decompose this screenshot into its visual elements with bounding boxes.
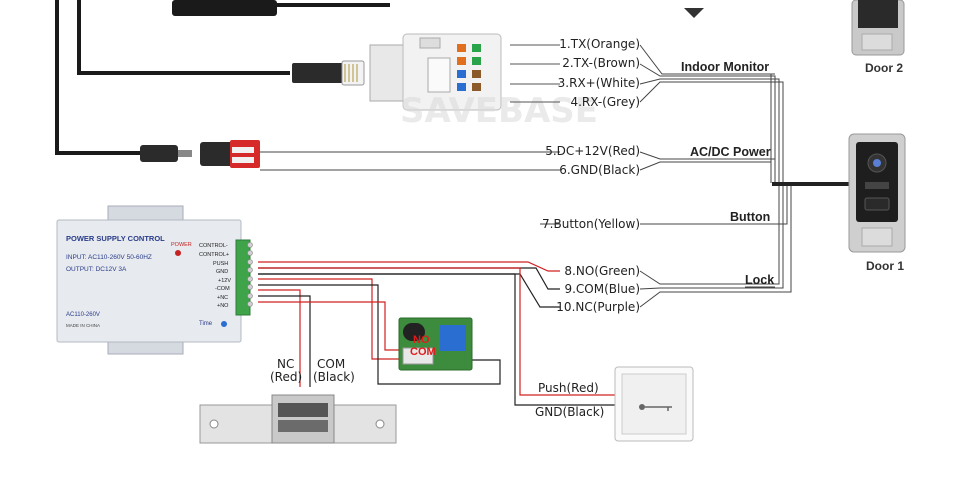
- relay-com-label: COM: [410, 346, 436, 358]
- wire-label-rx-plus: 3.RX+(White): [557, 76, 640, 90]
- wire-label-button: 7.Button(Yellow): [542, 217, 640, 231]
- door1-panel: [848, 133, 906, 253]
- wire-label-rx-minus: 4.RX-(Grey): [570, 95, 640, 109]
- psu-model: AC110-260V: [66, 312, 100, 318]
- exit-push-label: Push(Red): [538, 381, 599, 395]
- door2-panel: [851, 0, 905, 56]
- monitor-wires: [510, 44, 560, 103]
- psu-title: POWER SUPPLY CONTROL: [66, 234, 165, 243]
- psu-input: INPUT: AC110-260V 50-60HZ: [66, 254, 152, 261]
- keystone-jack: [369, 33, 502, 111]
- psu-power-led-label: POWER: [171, 242, 192, 248]
- group-label-lock: Lock: [745, 273, 775, 287]
- wire-label-no: 8.NO(Green): [564, 264, 640, 278]
- exit-gnd-label: GND(Black): [535, 405, 605, 419]
- terminal-label: -COM: [215, 286, 230, 292]
- exit-button-panel: [614, 366, 694, 442]
- lock-com-color: (Black): [313, 370, 355, 384]
- door2-label: Door 2: [865, 61, 904, 75]
- terminal-label: +NC: [217, 295, 229, 301]
- power-lines: [260, 151, 560, 171]
- psu-time-label: Time: [199, 321, 213, 327]
- wire-label-com: 9.COM(Blue): [564, 282, 640, 296]
- psu-made-in: MADE IN CHINA: [66, 323, 101, 328]
- wire-label-gnd: 6.GND(Black): [559, 163, 640, 177]
- wire-label-nc: 10.NC(Purple): [556, 300, 640, 314]
- group-underlines: [680, 73, 775, 288]
- wire-label-tx: 1.TX(Orange): [559, 37, 640, 51]
- lock-com-label: COM: [317, 357, 346, 371]
- group-label-button: Button: [730, 210, 771, 224]
- terminal-label: +NO: [217, 303, 229, 309]
- door1-label: Door 1: [866, 259, 905, 273]
- main-bundle-lines: [639, 44, 792, 308]
- power-supply-box: [56, 205, 253, 355]
- terminal-label: CONTROL+: [199, 252, 230, 258]
- watermark-text: SAVEBASE: [400, 91, 598, 131]
- power-adapter-body: [172, 0, 277, 16]
- dc-power-connector: [140, 140, 260, 168]
- wire-label-tx-minus: 2.TX-(Brown): [562, 56, 640, 70]
- top-cable-lines: [55, 0, 290, 155]
- relay-module: [398, 317, 473, 371]
- terminal-label: PUSH: [213, 261, 229, 267]
- lock-nc-label: NC: [277, 357, 295, 371]
- wire-label-dc12v: 5.DC+12V(Red): [545, 144, 640, 158]
- terminal-label: +12V: [218, 278, 231, 284]
- psu-output: OUTPUT: DC12V 3A: [66, 266, 127, 273]
- lock-nc-color: (Red): [270, 370, 303, 384]
- terminal-label: GND: [216, 269, 229, 275]
- rj45-plug: [292, 60, 365, 86]
- down-arrow-icon: [684, 8, 704, 18]
- electric-lock: [199, 394, 397, 444]
- relay-no-label: NO: [413, 334, 430, 346]
- group-label-ac-dc-power: AC/DC Power: [690, 145, 771, 159]
- lock-wiring: [258, 261, 616, 406]
- terminal-label: CONTROL-: [199, 243, 228, 249]
- group-label-indoor-monitor: Indoor Monitor: [681, 60, 770, 74]
